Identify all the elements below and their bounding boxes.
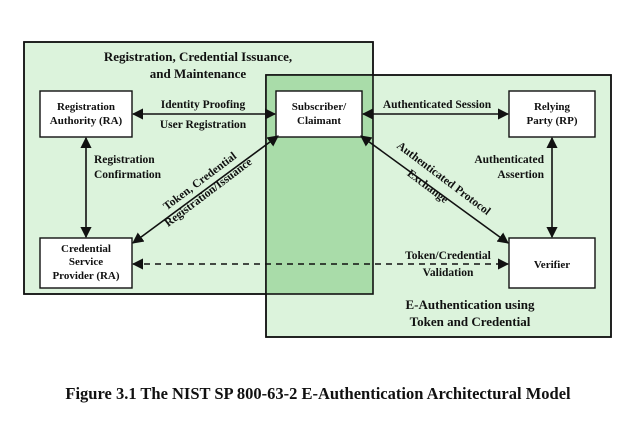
region-registration-title-2: and Maintenance	[150, 66, 247, 81]
node-csp-line1: Credential	[61, 243, 111, 255]
label-identity-proofing-2: User Registration	[160, 119, 247, 131]
node-credential-service-provider: Credential Service Provider (RA)	[39, 237, 133, 289]
node-rp-line2: Party (RP)	[526, 115, 577, 127]
node-relying-party: Relying Party (RP)	[508, 90, 596, 138]
node-csp-line2: Service	[69, 256, 103, 268]
label-registration-confirmation-2: Confirmation	[94, 169, 162, 181]
label-token-validation-2: Validation	[423, 267, 474, 279]
label-registration-confirmation-1: Registration	[94, 154, 155, 166]
node-ra-line1: Registration	[57, 101, 115, 113]
region-e-auth-title-1: E-Authentication using	[406, 297, 535, 312]
label-identity-proofing-1: Identity Proofing	[161, 99, 246, 111]
region-registration-title-1: Registration, Credential Issuance,	[104, 49, 292, 64]
figure-caption: Figure 3.1 The NIST SP 800-63-2 E-Authen…	[65, 384, 571, 403]
node-registration-authority: Registration Authority (RA)	[39, 90, 133, 138]
node-verifier: Verifier	[508, 237, 596, 289]
node-ra-line2: Authority (RA)	[50, 115, 123, 127]
edge-authenticated-protocol	[360, 135, 509, 244]
label-authenticated-session: Authenticated Session	[383, 99, 492, 111]
edge-token-credential-registration	[132, 135, 279, 244]
node-rp-line1: Relying	[534, 101, 571, 113]
label-authenticated-assertion-1: Authenticated	[474, 154, 544, 166]
region-e-auth-title-2: Token and Credential	[410, 314, 531, 329]
node-subscriber-claimant: Subscriber/ Claimant	[275, 90, 363, 138]
node-csp-line3: Provider (RA)	[52, 270, 119, 282]
node-verifier-line1: Verifier	[534, 259, 570, 271]
node-subscriber-line1: Subscriber/	[292, 101, 347, 113]
label-authenticated-assertion-2: Assertion	[497, 169, 544, 181]
label-token-validation-1: Token/Credential	[405, 250, 491, 262]
node-subscriber-line2: Claimant	[297, 115, 341, 127]
